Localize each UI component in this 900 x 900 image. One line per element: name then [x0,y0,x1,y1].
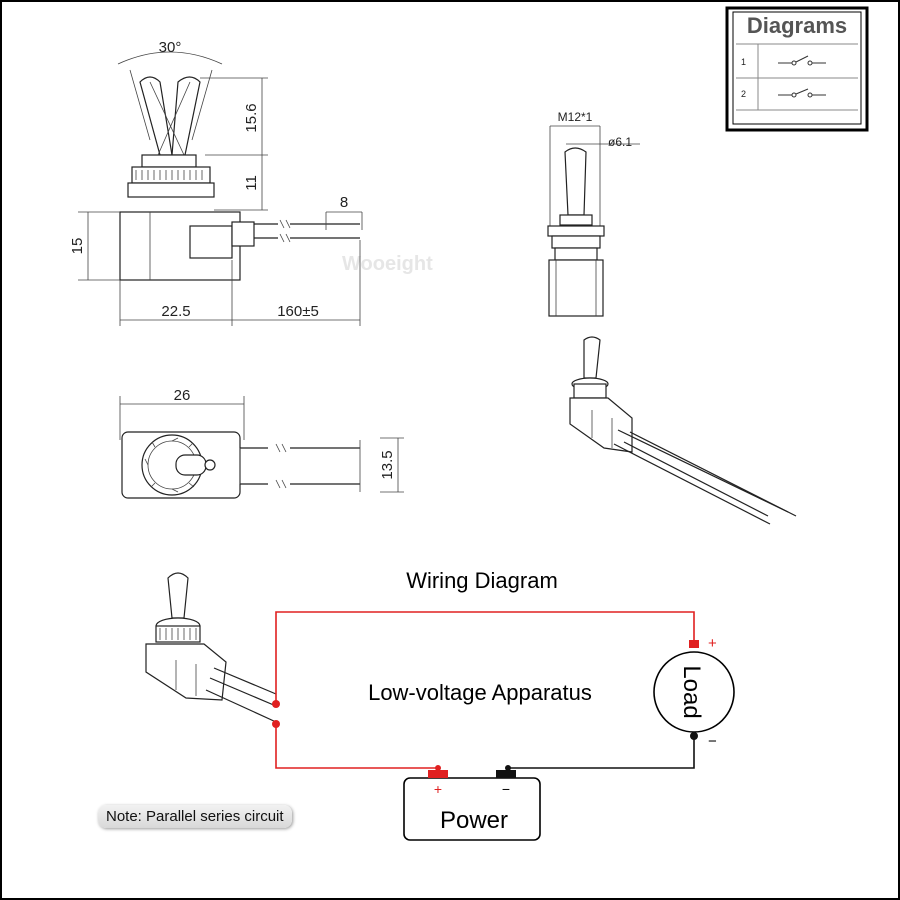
side-view: M12*1 ø6.1 [547,110,640,317]
angle-label: 30° [159,39,182,56]
power-symbol: + − Power [403,765,541,841]
spst-switch-icon [778,88,826,98]
positive-wire-to-power [275,724,438,769]
legend-row-2-index: 2 [741,89,746,99]
load-minus: − [708,733,717,750]
front-view: 30° Wooeight 15.6 11 8 [69,39,433,326]
load-symbol: Load + − [653,635,735,750]
circuit-note: Note: Parallel series circuit [98,805,292,828]
bushing-height-label: 11 [243,175,260,191]
lead-strip-label: 8 [340,194,348,211]
side-length-label: 26 [174,387,191,404]
perspective-view [569,336,797,525]
legend-title: Diagrams [747,13,847,38]
load-plus: + [708,635,717,652]
wiring-diagram: Wiring Diagram Low-voltage Apparatus [145,568,735,841]
body-length-label: 22.5 [161,303,190,320]
legend-row-1-index: 1 [741,57,746,67]
diagrams-legend: Diagrams 1 2 [725,6,869,132]
top-view: 26 13.5 [119,387,404,499]
load-label: Load [678,665,705,718]
lead-spacing-label: 13.5 [379,450,396,479]
negative-wire [508,738,695,769]
body-height-label: 15 [69,238,86,255]
spst-switch-icon [778,55,826,66]
toggle-switch-icon [145,572,277,723]
lead-length-label: 160±5 [277,303,319,320]
apparatus-label: Low-voltage Apparatus [368,680,592,705]
handle-dia-label: ø6.1 [608,135,632,149]
power-minus: − [502,781,510,797]
wiring-title: Wiring Diagram [406,568,558,593]
handle-height-label: 15.6 [243,103,260,132]
thread-label: M12*1 [558,110,593,124]
watermark: Wooeight [342,253,433,275]
power-label: Power [440,807,508,834]
positive-wire-to-load [275,611,695,704]
power-plus: + [434,781,442,797]
